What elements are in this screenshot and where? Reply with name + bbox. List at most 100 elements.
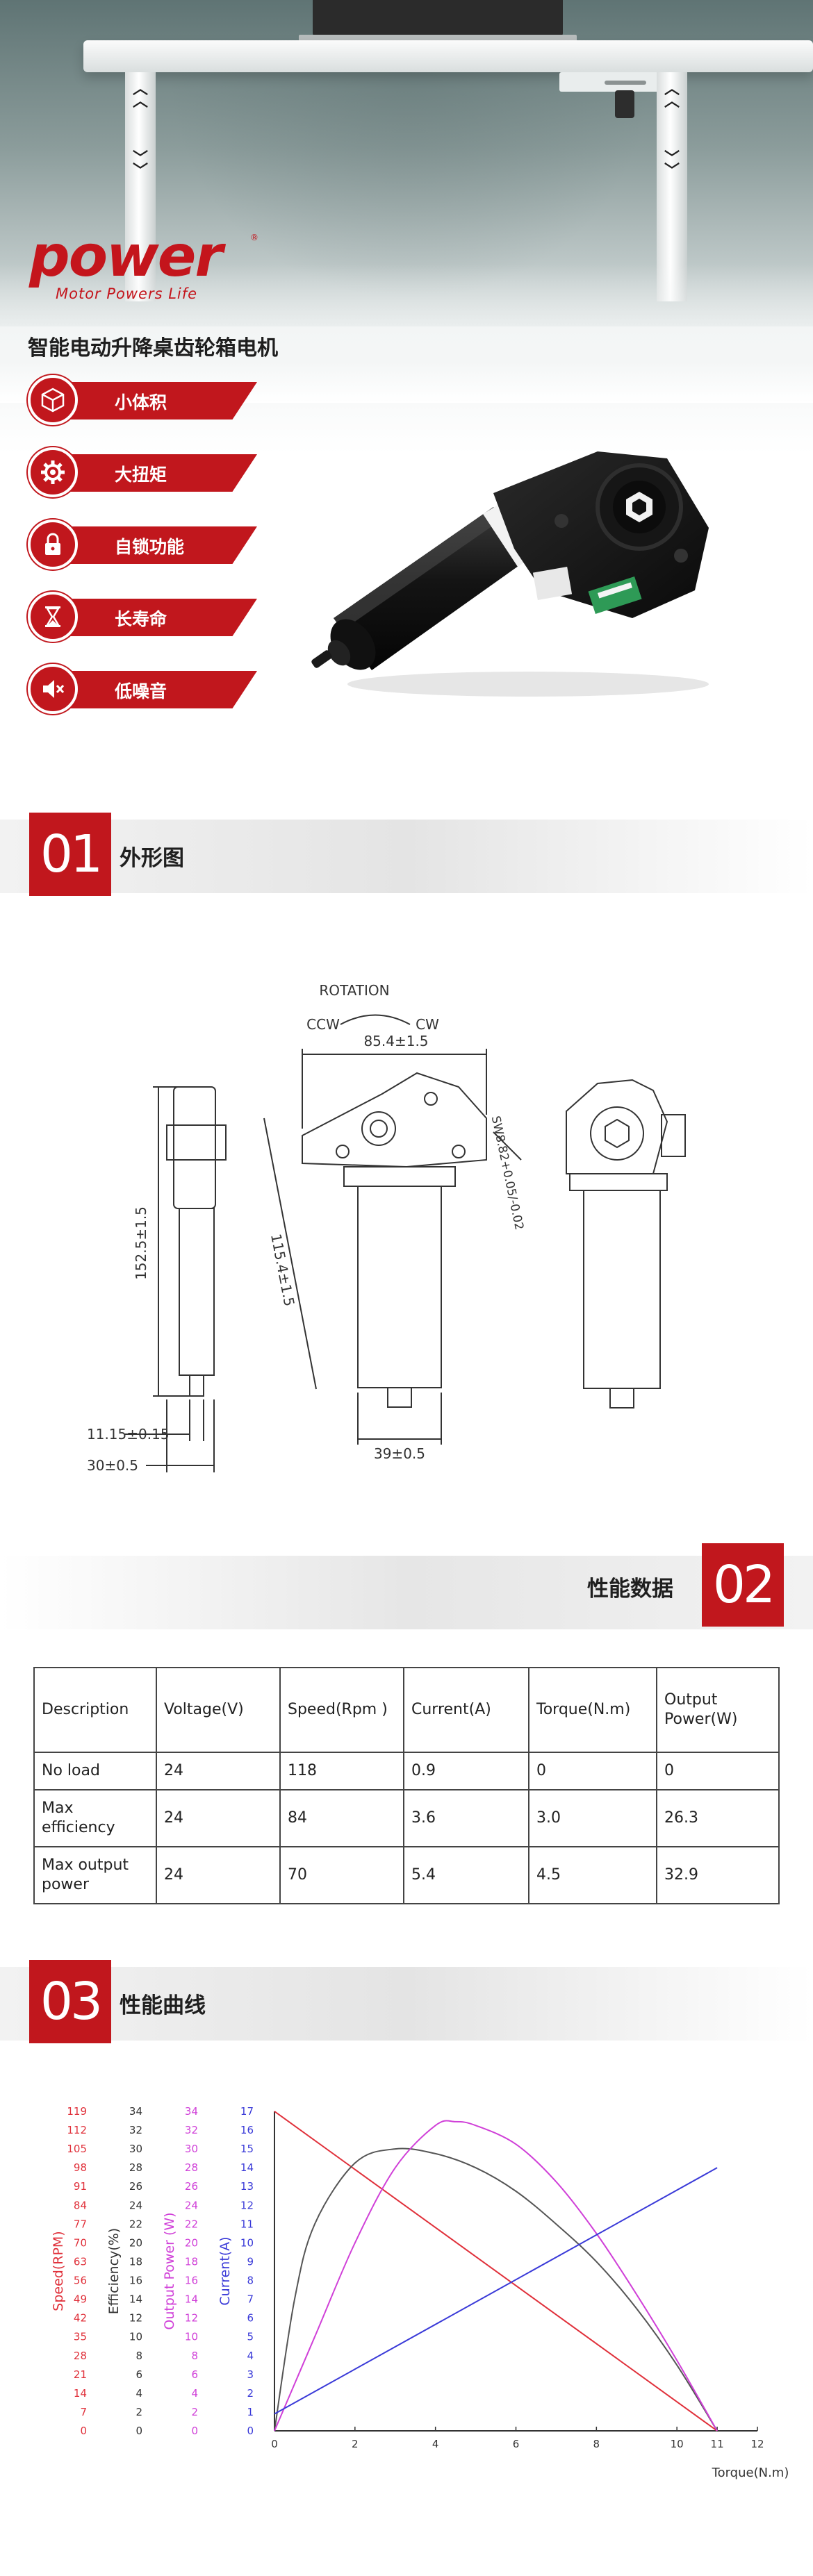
y-tick-label: 8 bbox=[191, 2350, 198, 2362]
section-number: 02 bbox=[702, 1543, 784, 1627]
drawing-dim-motor: 39±0.5 bbox=[374, 1445, 425, 1462]
y-tick-label: 20 bbox=[185, 2236, 198, 2249]
series-line-speed bbox=[274, 2111, 718, 2432]
y-tick-label: 28 bbox=[129, 2161, 142, 2174]
y-tick-label: 4 bbox=[191, 2387, 198, 2400]
y-tick-label: 7 bbox=[247, 2293, 254, 2306]
y-tick-label: 14 bbox=[240, 2161, 254, 2174]
feature-badge: 大扭矩 bbox=[28, 447, 258, 497]
chevron-up-icon: ︿ bbox=[132, 93, 148, 110]
y-tick-label: 21 bbox=[74, 2368, 87, 2381]
y-tick-label: 9 bbox=[247, 2255, 254, 2268]
section-number: 03 bbox=[29, 1960, 111, 2043]
feature-badge: 自锁功能 bbox=[28, 520, 258, 570]
y-tick-label: 105 bbox=[67, 2143, 87, 2155]
table-cell: 84 bbox=[279, 1789, 404, 1847]
drawing-dim-base: 30±0.5 bbox=[87, 1457, 138, 1474]
y-tick-label: 13 bbox=[240, 2180, 254, 2193]
y-tick-label: 7 bbox=[80, 2406, 87, 2418]
table-row: Max efficiency 24 84 3.6 3.0 26.3 bbox=[33, 1789, 780, 1847]
y-tick-label: 6 bbox=[191, 2368, 198, 2381]
laptop-image bbox=[313, 0, 563, 36]
feature-label: 低噪音 bbox=[115, 681, 167, 701]
y-tick-label: 34 bbox=[185, 2105, 198, 2118]
table-header-cell: Speed(Rpm ) bbox=[279, 1667, 404, 1753]
feature-label: 自锁功能 bbox=[115, 537, 185, 557]
drawing-rotation-label: ROTATION bbox=[319, 982, 389, 999]
y-tick-label: 32 bbox=[129, 2124, 142, 2136]
y-tick-label: 10 bbox=[129, 2331, 142, 2343]
x-axis-label: Torque(N.m) bbox=[712, 2466, 789, 2480]
drawing-cw-label: CW bbox=[416, 1016, 439, 1033]
cube-icon bbox=[28, 375, 78, 425]
section-header-band bbox=[0, 1967, 813, 2041]
table-cell: Max output power bbox=[33, 1846, 157, 1904]
table-cell: 26.3 bbox=[656, 1789, 780, 1847]
y-tick-label: 15 bbox=[240, 2143, 254, 2155]
y-tick-label: 112 bbox=[67, 2124, 87, 2136]
y-tick-label: 24 bbox=[185, 2199, 198, 2211]
x-tick-label: 2 bbox=[352, 2438, 359, 2450]
mute-icon bbox=[28, 664, 78, 714]
y-tick-label: 84 bbox=[74, 2199, 87, 2211]
y-tick-label: 12 bbox=[129, 2312, 142, 2325]
desk-leg-left bbox=[125, 72, 156, 301]
x-tick-label: 0 bbox=[271, 2438, 278, 2450]
table-cell: 0 bbox=[656, 1752, 780, 1790]
feature-label: 大扭矩 bbox=[115, 465, 167, 485]
y-tick-label: 4 bbox=[136, 2387, 142, 2400]
table-cell: Max efficiency bbox=[33, 1789, 157, 1847]
y-tick-label: 16 bbox=[129, 2275, 142, 2287]
y-tick-label: 8 bbox=[136, 2350, 142, 2362]
y-tick-label: 6 bbox=[247, 2312, 254, 2325]
chevron-down-icon: ﹀ bbox=[664, 150, 680, 167]
y-tick-label: 12 bbox=[185, 2312, 198, 2325]
gear-icon bbox=[28, 447, 78, 497]
y-tick-label: 26 bbox=[185, 2180, 198, 2193]
y-tick-label: 14 bbox=[129, 2293, 142, 2306]
table-cell: 24 bbox=[156, 1752, 281, 1790]
desk-knob bbox=[615, 90, 634, 118]
table-header-cell: Torque(N.m) bbox=[528, 1667, 657, 1753]
y-tick-label: 16 bbox=[240, 2124, 254, 2136]
y-tick-label: 10 bbox=[185, 2331, 198, 2343]
brand-logo: power ® Motor Powers Life bbox=[29, 224, 258, 303]
y-tick-label: 0 bbox=[136, 2425, 142, 2437]
x-tick-label: 8 bbox=[593, 2438, 600, 2450]
feature-bar bbox=[51, 671, 257, 708]
x-tick-label: 11 bbox=[711, 2438, 724, 2450]
table-cell: 0.9 bbox=[403, 1752, 529, 1790]
y-axis-label: Speed(RPM) bbox=[51, 2231, 66, 2311]
y-tick-label: 70 bbox=[74, 2236, 87, 2249]
table-cell: 70 bbox=[279, 1846, 404, 1904]
y-tick-label: 42 bbox=[74, 2312, 87, 2325]
table-header-cell: Current(A) bbox=[403, 1667, 529, 1753]
logo-wordmark: power bbox=[29, 224, 223, 290]
desk-top bbox=[83, 40, 813, 72]
table-cell: 24 bbox=[156, 1846, 281, 1904]
y-tick-label: 2 bbox=[191, 2406, 198, 2418]
feature-badge: 低噪音 bbox=[28, 664, 258, 714]
section-title: 外形图 bbox=[120, 846, 184, 871]
y-tick-label: 63 bbox=[74, 2255, 87, 2268]
y-axis-label: Current(A) bbox=[217, 2236, 233, 2305]
table-cell: 0 bbox=[528, 1752, 657, 1790]
y-tick-label: 1 bbox=[247, 2406, 254, 2418]
y-tick-label: 18 bbox=[129, 2255, 142, 2268]
table-row: Max output power 24 70 5.4 4.5 32.9 bbox=[33, 1846, 780, 1904]
y-tick-label: 5 bbox=[247, 2331, 254, 2343]
section-header-band bbox=[0, 820, 813, 893]
logo-registered-mark: ® bbox=[250, 233, 258, 242]
product-title: 智能电动升降桌齿轮箱电机 bbox=[28, 336, 278, 360]
curtain-shadow bbox=[167, 72, 653, 301]
y-tick-label: 98 bbox=[74, 2161, 87, 2174]
y-tick-label: 49 bbox=[74, 2293, 87, 2306]
floor-fade bbox=[0, 264, 813, 403]
y-tick-label: 6 bbox=[136, 2368, 142, 2381]
drawing-dim-sw: SW8.82+0.05/-0.02 bbox=[488, 1115, 526, 1231]
feature-badge: 长寿命 bbox=[28, 592, 258, 642]
table-header-cell: Description bbox=[33, 1667, 157, 1753]
y-tick-label: 24 bbox=[129, 2199, 142, 2211]
y-tick-label: 34 bbox=[129, 2105, 142, 2118]
